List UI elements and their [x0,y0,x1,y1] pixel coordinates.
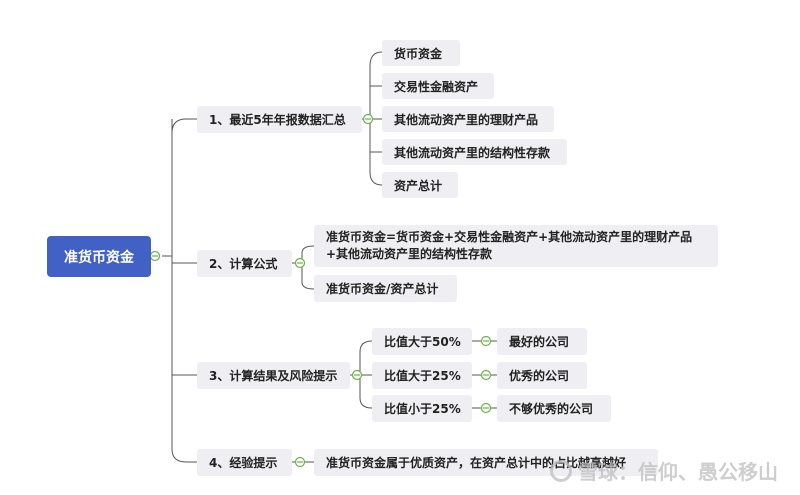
branch-node-1[interactable]: 1、最近5年年报数据汇总 [197,106,362,133]
ratio-node[interactable]: 准货币资金/资产总计 [314,275,457,302]
condition-node-2[interactable]: 比值大于25% [372,362,472,389]
root-node[interactable]: 准货币资金 [47,236,151,277]
snowball-logo-icon [550,459,572,482]
leaf-node-1-3[interactable]: 其他流动资产里的理财产品 [382,106,554,132]
result-node-2[interactable]: 优秀的公司 [497,362,587,389]
leaf-node-1-5[interactable]: 资产总计 [382,172,458,198]
result-node-3[interactable]: 不够优秀的公司 [497,395,611,422]
leaf-node-1-2[interactable]: 交易性金融资产 [382,73,494,99]
condition-node-3[interactable]: 比值小于25% [372,395,472,422]
formula-node[interactable]: 准货币资金=货币资金+交易性金融资产+其他流动资产里的理财产品+其他流动资产里的… [314,225,718,267]
watermark-text: 雪球：信仰、愚公移山 [578,460,778,484]
branch-node-2[interactable]: 2、计算公式 [197,250,292,277]
watermark: 雪球：信仰、愚公移山 [550,456,778,485]
branch-node-4[interactable]: 4、经验提示 [197,449,292,476]
condition-node-1[interactable]: 比值大于50% [372,328,472,355]
branch-node-3[interactable]: 3、计算结果及风险提示 [197,362,350,389]
leaf-node-1-1[interactable]: 货币资金 [382,40,460,66]
leaf-node-1-4[interactable]: 其他流动资产里的结构性存款 [382,139,567,165]
result-node-1[interactable]: 最好的公司 [497,328,587,355]
